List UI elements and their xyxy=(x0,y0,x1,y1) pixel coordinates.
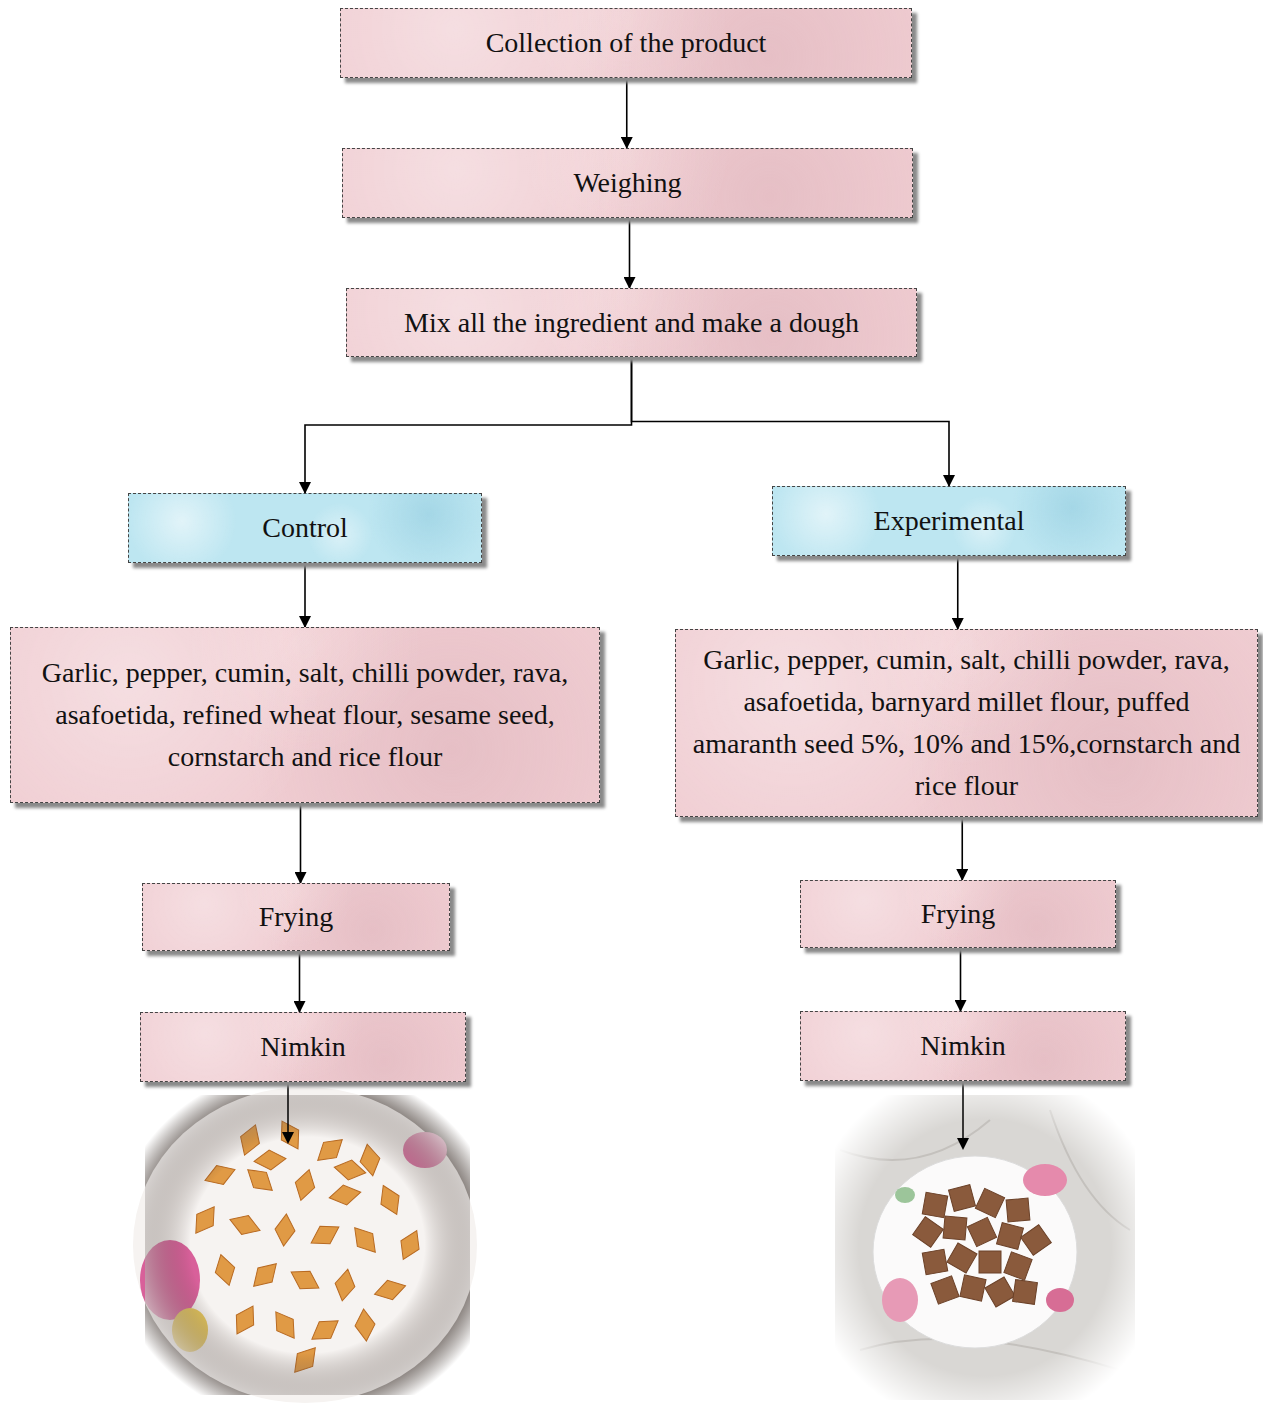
process-box: Collection of the product xyxy=(340,8,912,78)
process-box: Frying xyxy=(142,883,450,951)
ingredient-box: Garlic, pepper, cumin, salt, chilli powd… xyxy=(10,627,600,803)
flow-arrow xyxy=(299,951,301,1012)
process-box: Frying xyxy=(800,880,1116,948)
flow-arrow xyxy=(626,78,628,148)
flow-arrow xyxy=(632,357,950,486)
group-box: Control xyxy=(128,493,482,563)
node-text: Frying xyxy=(259,896,334,938)
flow-arrow xyxy=(305,357,632,493)
node-text: Garlic, pepper, cumin, salt, chilli powd… xyxy=(690,639,1243,807)
flow-arrow xyxy=(957,556,959,629)
photo-arrow xyxy=(962,1082,964,1148)
photo-arrow xyxy=(287,1083,289,1142)
flow-arrow xyxy=(304,563,306,627)
node-text: Collection of the product xyxy=(486,22,767,64)
experimental-photo xyxy=(835,1095,1135,1400)
product-box: Nimkin xyxy=(800,1011,1126,1081)
flow-arrow xyxy=(629,218,631,288)
node-text: Nimkin xyxy=(920,1025,1006,1067)
node-text: Mix all the ingredient and make a dough xyxy=(404,302,859,344)
control-photo xyxy=(133,1087,477,1403)
process-box: Mix all the ingredient and make a dough xyxy=(346,288,917,357)
group-box: Experimental xyxy=(772,486,1126,556)
node-text: Control xyxy=(262,507,348,549)
process-box: Weighing xyxy=(342,148,913,218)
node-text: Experimental xyxy=(874,500,1025,542)
node-text: Nimkin xyxy=(260,1026,346,1068)
ingredient-box: Garlic, pepper, cumin, salt, chilli powd… xyxy=(675,629,1258,817)
node-text: Frying xyxy=(921,893,996,935)
flow-arrow xyxy=(300,803,302,883)
flow-arrow xyxy=(960,948,962,1011)
node-text: Weighing xyxy=(573,162,681,204)
node-text: Garlic, pepper, cumin, salt, chilli powd… xyxy=(25,652,585,778)
flow-arrow xyxy=(961,817,963,880)
product-box: Nimkin xyxy=(140,1012,466,1082)
